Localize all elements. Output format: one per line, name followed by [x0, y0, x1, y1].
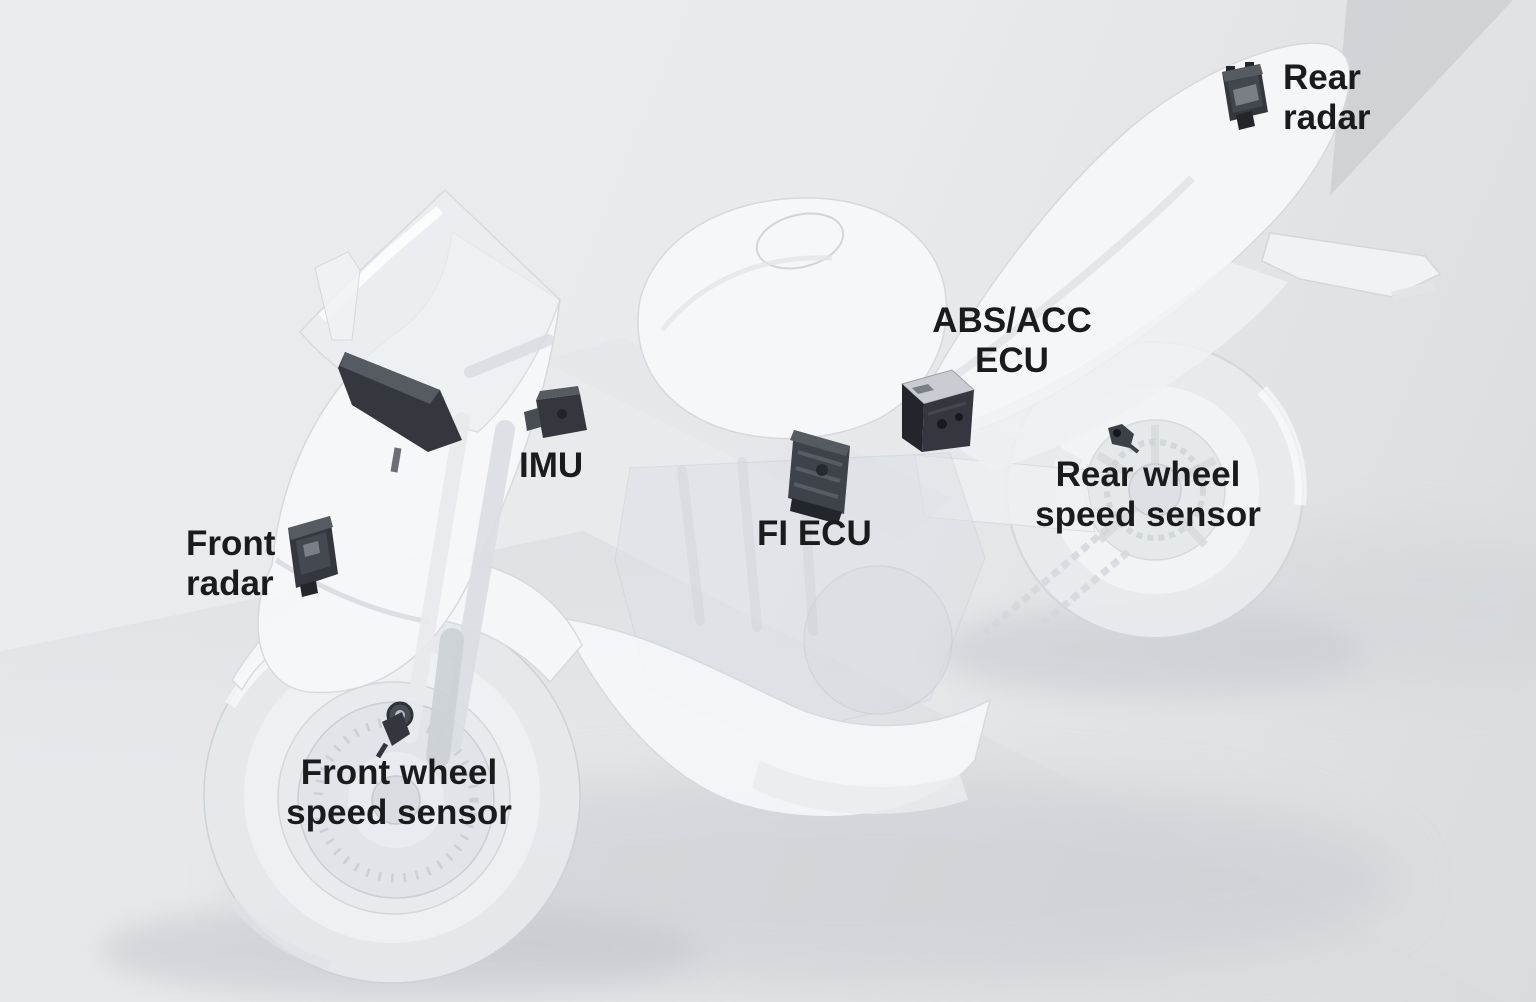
- label-line: Rear: [1283, 58, 1361, 97]
- exhaust: [752, 760, 968, 814]
- label-front-radar: Front radar: [186, 524, 275, 604]
- rear-wheel-speed-sensor-marker: [1108, 424, 1140, 454]
- label-line: speed sensor: [1035, 495, 1261, 534]
- mirror: [314, 251, 361, 341]
- label-line: Front wheel: [300, 753, 498, 792]
- label-rear-radar: Rear radar: [1283, 58, 1371, 138]
- label-line: IMU: [519, 446, 584, 485]
- label-line: Rear wheel: [1055, 455, 1241, 494]
- label-line: speed sensor: [286, 793, 512, 832]
- abs-acc-ecu-marker: [900, 369, 976, 452]
- rear-radar-marker: [1222, 62, 1268, 130]
- front-wheel-speed-sensor-marker: [375, 701, 414, 759]
- front-fork: [402, 334, 554, 768]
- label-imu: IMU: [519, 446, 583, 486]
- fi-ecu-marker: [788, 430, 850, 524]
- label-line: ECU: [975, 341, 1049, 380]
- front-wheel: [203, 606, 581, 984]
- label-front-wheel-speed-sensor: Front wheel speed sensor: [247, 753, 551, 833]
- label-fi-ecu: FI ECU: [757, 514, 872, 554]
- imu-marker: [524, 386, 587, 438]
- label-rear-wheel-speed-sensor: Rear wheel speed sensor: [996, 455, 1300, 535]
- front-radar-marker: [288, 516, 338, 597]
- label-abs-acc-ecu: ABS/ACC ECU: [886, 301, 1138, 381]
- label-line: radar: [186, 564, 274, 603]
- tail-bodywork: [904, 42, 1442, 470]
- belly-cowl: [558, 617, 992, 818]
- label-line: ABS/ACC: [932, 301, 1092, 340]
- label-line: FI ECU: [757, 514, 872, 553]
- label-line: Front: [186, 524, 276, 563]
- fuel-tank: [637, 197, 947, 440]
- label-line: radar: [1283, 98, 1371, 137]
- instrument-cluster-marker: [338, 352, 462, 473]
